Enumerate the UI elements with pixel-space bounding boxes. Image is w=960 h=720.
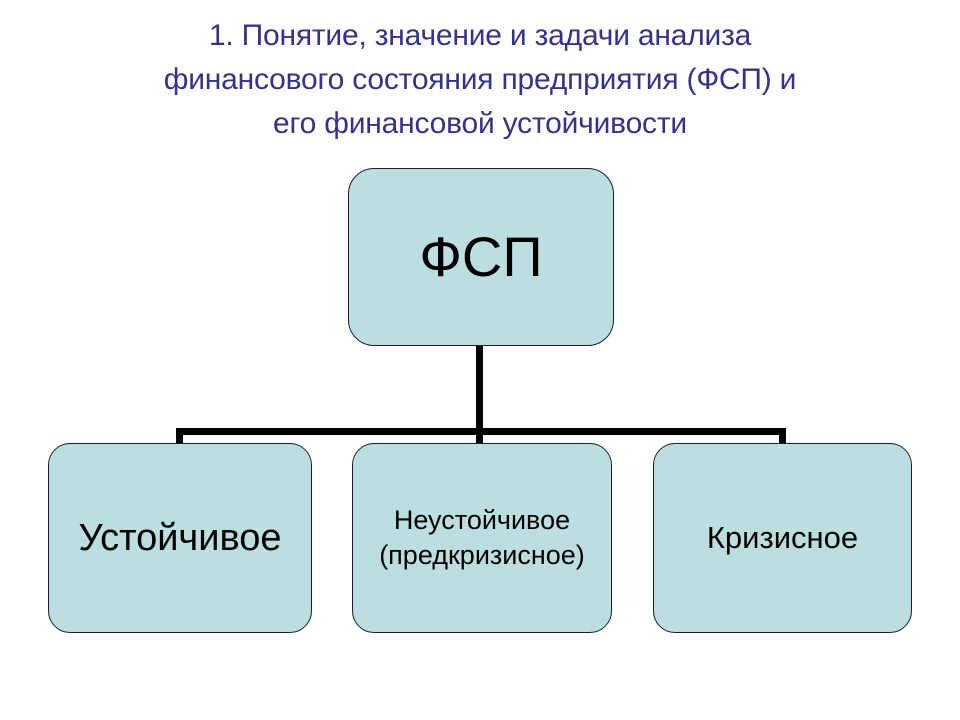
connector-trunk-vertical xyxy=(476,345,483,435)
connector-drop-crisis xyxy=(779,428,786,447)
diagram-node-stable[interactable]: Устойчивое xyxy=(48,443,312,633)
diagram-node-root-fsp[interactable]: ФСП xyxy=(348,168,614,346)
connector-drop-unstable xyxy=(476,428,483,447)
diagram-node-unstable[interactable]: Неустойчивое (предкризисное) xyxy=(352,443,612,633)
diagram-node-stable-label: Устойчивое xyxy=(78,516,282,559)
diagram-node-crisis[interactable]: Кризисное xyxy=(653,443,912,633)
diagram-node-unstable-label-line-2: (предкризисное) xyxy=(379,540,585,570)
page-title: 1. Понятие, значение и задачи анализа фи… xyxy=(60,14,900,146)
diagram-node-crisis-label: Кризисное xyxy=(706,519,859,555)
diagram-node-root-fsp-label: ФСП xyxy=(419,225,543,289)
connector-drop-stable xyxy=(176,428,183,447)
diagram-node-unstable-label: Неустойчивое (предкризисное) xyxy=(379,503,585,572)
page-title-line-3: его финансовой устойчивости xyxy=(273,107,687,140)
diagram-node-unstable-label-line-1: Неустойчивое xyxy=(393,505,571,536)
page-title-line-2: финансового состояния предприятия (ФСП) … xyxy=(163,63,797,96)
page-title-line-1: 1. Понятие, значение и задачи анализа xyxy=(208,19,752,52)
